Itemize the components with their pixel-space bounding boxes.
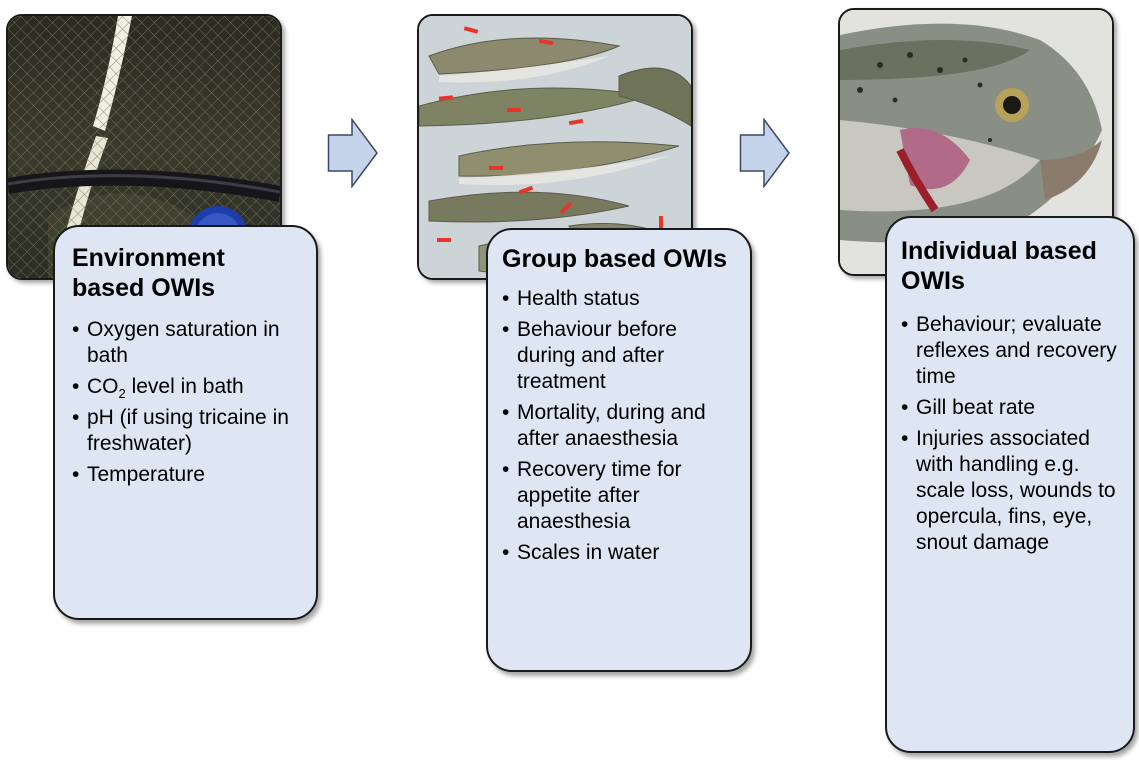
group-card-title: Group based OWIs	[502, 245, 728, 273]
individual-owi-card: Individual based OWIs Behaviour; evaluat…	[885, 216, 1135, 753]
list-item: pH (if using tricaine in freshwater)	[72, 405, 302, 457]
individual-indicator-list: Behaviour; evaluate reflexes and recover…	[901, 312, 1125, 556]
list-item: Oxygen saturation in bath	[72, 317, 302, 369]
environment-card-title: Environment based OWIs	[72, 243, 302, 303]
group-owi-card: Group based OWIs Health status Behaviour…	[486, 228, 752, 672]
title-line: Individual based	[901, 237, 1097, 265]
title-line: based OWIs	[72, 274, 216, 302]
list-item: Gill beat rate	[901, 395, 1125, 421]
right-arrow-icon	[327, 118, 378, 188]
individual-fish-photo	[838, 8, 1114, 276]
list-item: Behaviour; evaluate reflexes and recover…	[901, 312, 1125, 390]
list-item: Mortality, during and after anaesthesia	[502, 400, 738, 452]
environment-indicator-list: Oxygen saturation in bath CO2 level in b…	[72, 317, 302, 488]
list-item: Recovery time for appetite after anaesth…	[502, 457, 738, 535]
co2-subscript: 2	[118, 386, 126, 402]
list-item: Health status	[502, 286, 738, 312]
list-item: CO2 level in bath	[72, 374, 302, 400]
title-line: OWIs	[901, 267, 965, 295]
co2-rest: level in bath	[125, 375, 244, 398]
list-item: Scales in water	[502, 540, 738, 566]
list-item: Behaviour before during and after treatm…	[502, 317, 738, 395]
individual-card-title: Individual based OWIs	[901, 236, 1125, 296]
co2-label: CO	[87, 375, 119, 398]
list-item: Temperature	[72, 462, 302, 488]
title-line: Environment	[72, 244, 225, 272]
list-item: Injuries associated with handling e.g. s…	[901, 426, 1125, 556]
right-arrow-icon	[739, 118, 790, 188]
environment-owi-card: Environment based OWIs Oxygen saturation…	[53, 225, 318, 620]
group-indicator-list: Health status Behaviour before during an…	[502, 286, 738, 566]
